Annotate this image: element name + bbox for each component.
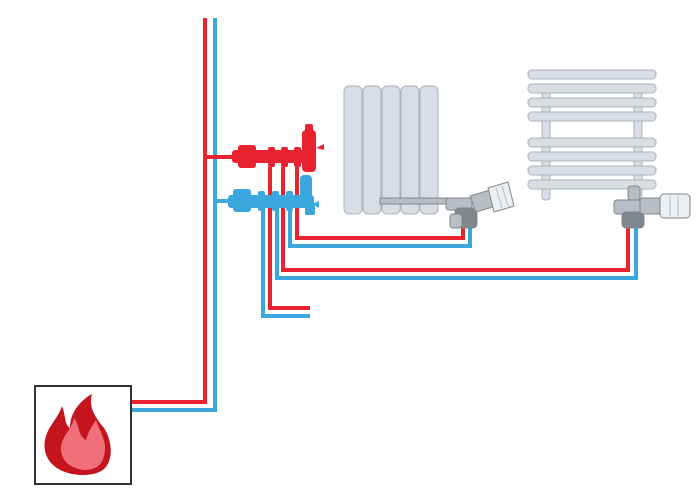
radiator-section (400, 85, 420, 215)
towel-bar (527, 165, 657, 176)
supply-air-vent (302, 130, 316, 172)
radiator-section (362, 85, 382, 215)
open-return-pipe (261, 210, 310, 318)
return-port (286, 191, 293, 211)
open-supply-pipe (268, 167, 310, 310)
boiler (34, 385, 132, 485)
return-air-vent (300, 175, 312, 205)
main-risers (132, 18, 232, 412)
towel-bar (527, 69, 657, 80)
supply-port (268, 147, 275, 167)
thermostatic-valve-icon[interactable] (445, 181, 515, 229)
radiator-section (343, 85, 363, 215)
thermostatic-valve-icon[interactable] (613, 185, 691, 229)
return-cap (305, 205, 315, 215)
supply-port (294, 147, 301, 167)
supply-manifold-valve[interactable] (238, 145, 256, 168)
supply-port (281, 147, 288, 167)
radiator-section (381, 85, 401, 215)
towel-bar (527, 111, 657, 122)
towel-bar (527, 83, 657, 94)
supply-drain-tap (316, 144, 324, 150)
radiator-section (419, 85, 439, 215)
return-manifold-valve[interactable] (233, 189, 251, 212)
towel-bar (527, 137, 657, 148)
towel-bar (527, 179, 657, 190)
return-port (272, 191, 279, 211)
flame-highlight (60, 418, 106, 470)
supply-vent-cap (305, 124, 313, 132)
panel-return-pipe (288, 210, 472, 248)
towel-radiator-icon (527, 69, 657, 205)
towel-supply-pipe (281, 167, 630, 272)
main-return-pipe (132, 18, 217, 412)
towel-bar (527, 97, 657, 108)
return-port (258, 191, 265, 211)
return-drain-tap (312, 201, 319, 208)
panel-radiator-icon (343, 85, 461, 215)
supply-manifold (232, 124, 324, 172)
main-supply-pipe (132, 18, 207, 404)
return-manifold (228, 175, 319, 215)
towel-bar (527, 151, 657, 162)
towel-return-pipe (275, 210, 638, 280)
